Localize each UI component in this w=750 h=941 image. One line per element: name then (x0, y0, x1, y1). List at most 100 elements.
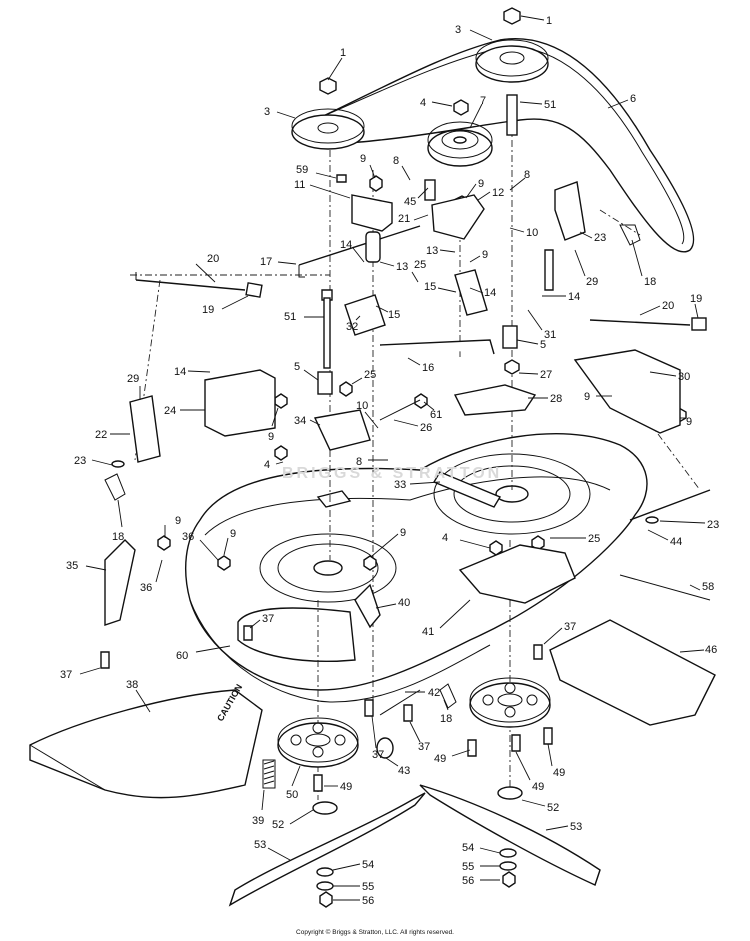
callout-45: 45 (404, 196, 416, 208)
callout-37: 37 (372, 749, 384, 761)
callout-61: 61 (430, 409, 442, 421)
bracket-11 (351, 194, 393, 232)
callout-1: 1 (340, 47, 346, 59)
callout-44: 44 (670, 536, 682, 548)
watermark-text: BRIGGS & STRATTON (282, 465, 502, 482)
callout-14: 14 (568, 291, 580, 303)
callout-49: 49 (532, 781, 544, 793)
idler-pulley (427, 121, 493, 167)
callout-40: 40 (398, 597, 410, 609)
spindle-right (469, 677, 551, 728)
callout-10: 10 (356, 400, 368, 412)
callout-18: 18 (112, 531, 124, 543)
callout-42: 42 (428, 687, 440, 699)
bracket-22 (129, 395, 161, 463)
copyright-notice: Copyright © Briggs & Stratton, LLC. All … (296, 929, 454, 936)
callout-9: 9 (584, 391, 590, 403)
deck-chute-opening (237, 607, 356, 662)
callout-17: 17 (260, 256, 272, 268)
drive-belt (297, 38, 695, 253)
callout-54: 54 (462, 842, 474, 854)
callout-26: 26 (420, 422, 432, 434)
deck-housing (185, 433, 648, 703)
callouts: 1 1 3 3 4 7 51 6 59 9 8 9 8 11 45 12 21 … (60, 15, 719, 907)
callout-12: 12 (492, 187, 504, 199)
bracket-32 (344, 294, 386, 336)
callout-51: 51 (544, 99, 556, 111)
callout-37: 37 (564, 621, 576, 633)
callout-9: 9 (482, 249, 488, 261)
callout-8: 8 (393, 155, 399, 167)
rod-16 (379, 339, 495, 355)
bracket-40 (354, 583, 381, 629)
callout-37: 37 (418, 741, 430, 753)
spring-39 (262, 759, 276, 789)
callout-31: 31 (544, 329, 556, 341)
callout-51: 51 (284, 311, 296, 323)
callout-29: 29 (586, 276, 598, 288)
bracket-30 (573, 349, 681, 434)
callout-9: 9 (268, 431, 274, 443)
callout-36: 36 (182, 531, 194, 543)
blade-left (228, 792, 426, 907)
callout-16: 16 (422, 362, 434, 374)
rod-44 (629, 489, 711, 521)
callout-46: 46 (705, 644, 717, 656)
callout-13: 13 (396, 261, 408, 273)
callout-6: 6 (630, 93, 636, 105)
callout-25: 25 (364, 369, 376, 381)
callout-36: 36 (140, 582, 152, 594)
spring-33 (432, 471, 502, 508)
callout-5: 5 (294, 361, 300, 373)
bracket-15 (454, 269, 488, 316)
callout-7: 7 (480, 95, 486, 107)
callout-3: 3 (264, 106, 270, 118)
callout-49: 49 (553, 767, 565, 779)
callout-37: 37 (60, 669, 72, 681)
pulley-right (475, 39, 549, 83)
callout-53: 53 (254, 839, 266, 851)
bracket-12 (431, 194, 485, 240)
clip-18-left (104, 473, 126, 501)
callout-60: 60 (176, 650, 188, 662)
callout-24: 24 (164, 405, 176, 417)
callout-11: 11 (294, 179, 305, 191)
callout-20: 20 (207, 253, 219, 265)
callout-9: 9 (686, 416, 692, 428)
callout-14: 14 (484, 287, 496, 299)
callout-23: 23 (594, 232, 606, 244)
callout-32: 32 (346, 321, 358, 333)
bracket-46 (549, 619, 716, 726)
callout-1: 1 (546, 15, 552, 27)
callout-50: 50 (286, 789, 298, 801)
callout-52: 52 (272, 819, 284, 831)
blade-right (419, 784, 601, 886)
callout-29: 29 (127, 373, 139, 385)
discharge-chute: CAUTION (29, 682, 263, 799)
pin-14 (544, 249, 554, 291)
callout-52: 52 (547, 802, 559, 814)
callout-49: 49 (340, 781, 352, 793)
callout-19: 19 (202, 304, 214, 316)
callout-4: 4 (420, 97, 426, 109)
deck-slot (316, 490, 352, 508)
callout-8: 8 (524, 169, 530, 181)
callout-56: 56 (462, 875, 474, 887)
rod-20-left (135, 279, 246, 291)
callout-39: 39 (252, 815, 264, 827)
callout-27: 27 (540, 369, 552, 381)
callout-9: 9 (175, 515, 181, 527)
callout-53: 53 (570, 821, 582, 833)
callout-18: 18 (644, 276, 656, 288)
baffle-35 (104, 539, 136, 626)
callout-55: 55 (362, 881, 374, 893)
callout-25: 25 (588, 533, 600, 545)
bracket-34 (313, 409, 371, 451)
callout-23: 23 (707, 519, 719, 531)
callout-49: 49 (434, 753, 446, 765)
clip-18-right (619, 224, 641, 246)
callout-10: 10 (526, 227, 538, 239)
callout-41: 41 (422, 626, 434, 638)
rod-26 (379, 399, 421, 421)
spring-13 (365, 231, 381, 263)
